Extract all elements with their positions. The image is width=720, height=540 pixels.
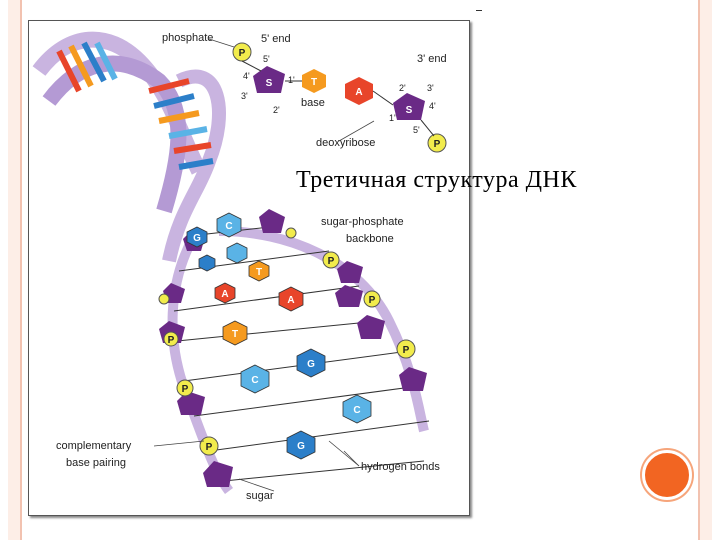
adenine-glyph-2: A bbox=[287, 295, 294, 306]
upper-helix bbox=[32, 31, 226, 263]
position-3prime-left: 3' bbox=[241, 91, 248, 101]
position-3prime-right: 3' bbox=[427, 83, 434, 93]
label-phosphate: phosphate bbox=[162, 32, 213, 44]
cytosine-glyph-3: C bbox=[353, 405, 360, 416]
phosphate-glyph-6: P bbox=[206, 442, 213, 453]
top-dash-mark bbox=[476, 10, 482, 11]
adenine-glyph-top: A bbox=[355, 87, 362, 98]
label-backbone-line2: backbone bbox=[346, 233, 394, 245]
position-5prime-left: 5' bbox=[263, 54, 270, 64]
label-complementary-line2: base pairing bbox=[66, 457, 126, 469]
label-base: base bbox=[301, 97, 325, 109]
phosphate-glyph: P bbox=[239, 48, 246, 59]
phosphate-glyph-end: P bbox=[434, 139, 441, 150]
label-hydrogen-bonds: hydrogen bonds bbox=[361, 461, 440, 473]
adenine-top bbox=[345, 77, 373, 105]
label-five-end: 5' end bbox=[261, 33, 291, 45]
thymine-glyph-1: T bbox=[256, 267, 262, 278]
guanine-glyph-3: G bbox=[297, 441, 305, 452]
slide-title: Третичная структура ДНК bbox=[296, 167, 577, 193]
phosphate-glyph-2: P bbox=[369, 295, 376, 306]
phosphate-glyph-4: P bbox=[168, 335, 175, 346]
adenine-glyph-1: A bbox=[221, 289, 228, 300]
phosphate-glyph-5: P bbox=[182, 384, 189, 395]
part-glyphs: P P P P P P P P C G T A A T C G C G bbox=[168, 48, 441, 453]
cytosine-glyph-1: C bbox=[225, 221, 232, 232]
thymine-glyph-2: T bbox=[232, 329, 238, 340]
right-frame-border bbox=[698, 0, 712, 540]
accent-circle bbox=[642, 450, 692, 500]
position-5prime-right: 5' bbox=[413, 125, 420, 135]
sugar-top-left bbox=[253, 66, 285, 93]
guanine-glyph-2: G bbox=[307, 359, 315, 370]
position-4prime-left: 4' bbox=[243, 71, 250, 81]
position-1prime-right: 1' bbox=[389, 113, 396, 123]
phosphate-glyph-3: P bbox=[403, 345, 410, 356]
sugar-glyph-right: S bbox=[406, 105, 413, 116]
label-backbone-line1: sugar-phosphate bbox=[321, 216, 404, 228]
position-2prime-right: 2' bbox=[399, 83, 406, 93]
thymine-glyph-top: T bbox=[311, 77, 317, 88]
position-4prime-right: 4' bbox=[429, 101, 436, 111]
base-groups bbox=[186, 212, 372, 460]
position-1prime-left: 1' bbox=[288, 75, 295, 85]
cytosine-glyph-2: C bbox=[251, 375, 258, 386]
dna-diagram: P P P P P P P P C G T A A T C G C G S T … bbox=[32, 31, 447, 502]
label-deoxyribose: deoxyribose bbox=[316, 137, 375, 149]
phosphate-groups bbox=[158, 42, 447, 456]
phosphate-glyph-1: P bbox=[328, 256, 335, 267]
leader-lines bbox=[153, 38, 375, 492]
label-complementary-line1: complementary bbox=[56, 440, 132, 452]
label-three-end: 3' end bbox=[417, 53, 447, 65]
nucleotide-detail: S T A S bbox=[241, 60, 435, 137]
dna-structure-figure: P P P P P P P P C G T A A T C G C G S T … bbox=[28, 20, 470, 516]
thymine-top bbox=[302, 69, 326, 93]
label-sugar: sugar bbox=[246, 490, 274, 502]
left-frame-border bbox=[8, 0, 22, 540]
position-2prime-left: 2' bbox=[273, 105, 280, 115]
guanine-glyph-1: G bbox=[193, 233, 201, 244]
sugar-top-right bbox=[393, 93, 425, 120]
sugar-glyph-left: S bbox=[266, 78, 273, 89]
